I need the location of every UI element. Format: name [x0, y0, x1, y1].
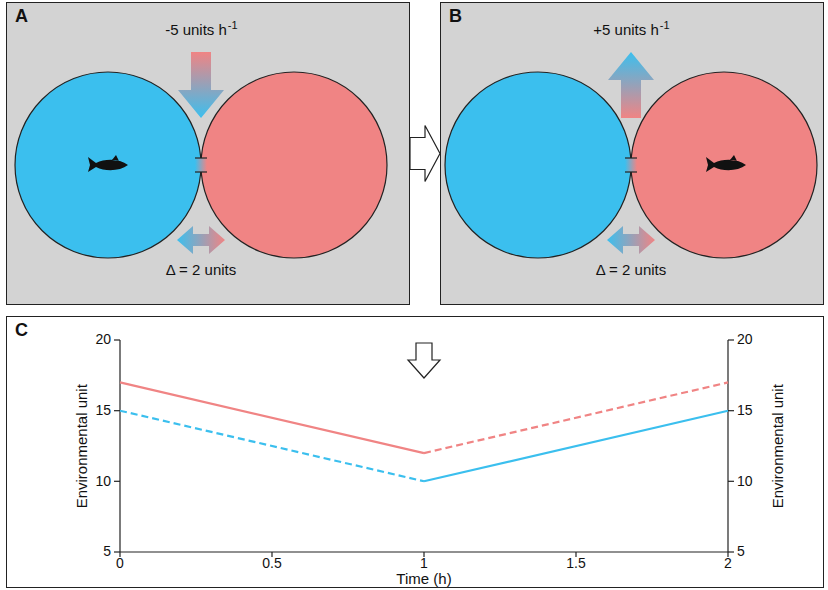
- warm-line: [120, 382, 424, 453]
- tick-label: 5: [737, 544, 745, 559]
- tick-label: 20: [737, 332, 753, 347]
- tick-label: 0: [116, 556, 124, 571]
- cool-line: [120, 411, 424, 482]
- sequence-arrow: [410, 126, 440, 182]
- difference-label: Δ = 2 units: [596, 262, 666, 279]
- tick-label: 15: [737, 403, 753, 418]
- difference-arrow: [177, 226, 225, 254]
- cool-chamber: [15, 72, 201, 258]
- tick-label: 20: [95, 332, 111, 347]
- rate-label: +5 units h: [593, 22, 658, 39]
- difference-label: Δ = 2 units: [166, 262, 236, 279]
- tick-label: 5: [103, 544, 111, 559]
- figure-panel: C: [6, 316, 824, 588]
- warm-chamber: [201, 72, 387, 258]
- channel: [625, 158, 637, 172]
- channel: [195, 158, 207, 172]
- fish: [88, 155, 128, 172]
- switch-marker: [408, 343, 440, 378]
- difference-arrow: [607, 226, 655, 254]
- tick-label: 10: [737, 474, 753, 489]
- cool-chamber: [445, 72, 631, 258]
- panel-ground: [6, 316, 824, 588]
- tick-label: 1.5: [566, 556, 585, 571]
- tick-label: 15: [95, 403, 111, 418]
- axis-title: Time (h): [396, 571, 451, 588]
- axis-title: Environmental unit: [74, 384, 91, 508]
- panel-letter: C: [15, 321, 28, 341]
- panel-ground: [440, 2, 824, 305]
- cool-line: [424, 411, 728, 482]
- tick-label: 1: [420, 556, 428, 571]
- tick-label: 2: [724, 556, 732, 571]
- figure-panel: B: [440, 2, 824, 305]
- rate-exponent: -1: [228, 19, 238, 31]
- warm-line: [424, 382, 728, 453]
- heating-arrow: [608, 52, 654, 118]
- cooling-arrow: [178, 52, 224, 118]
- axis-title: Environmental unit: [770, 384, 787, 508]
- tick-label: 10: [95, 474, 111, 489]
- rate-exponent: -1: [660, 19, 670, 31]
- panel-letter: B: [449, 7, 462, 27]
- fish: [706, 155, 746, 172]
- chart-axes: [114, 340, 734, 557]
- panel-ground: [6, 2, 410, 305]
- panel-letter: A: [15, 7, 28, 27]
- tick-label: 0.5: [262, 556, 281, 571]
- warm-chamber: [631, 72, 817, 258]
- figure-panel: A: [6, 2, 410, 305]
- rate-label: -5 units h: [165, 22, 227, 39]
